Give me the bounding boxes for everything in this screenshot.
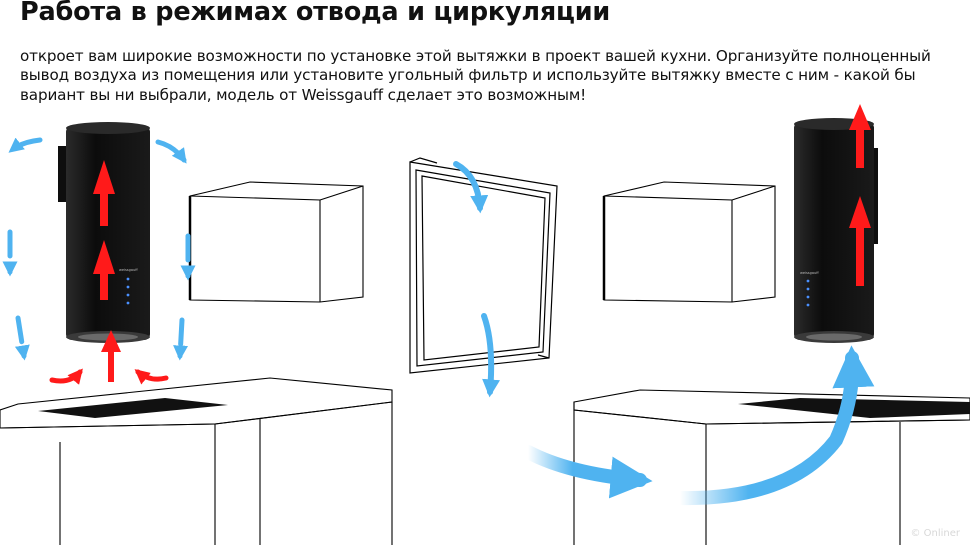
left-cooktop [38,398,228,418]
page-title: Работа в режимах отвода и циркуляции [20,0,611,27]
left-hood-control-lights [126,277,130,305]
left-cooker-hood: weissgauff [58,122,150,343]
arrow-red-icon [49,368,169,385]
watermark: © Onliner [910,528,960,539]
description-text: откроет вам широкие возможности по устан… [20,47,931,104]
right-hood-control-lights [806,279,810,307]
left-wall-cabinet [188,181,364,303]
left-hood-brand-mark: weissgauff [119,268,138,272]
right-hood-brand-mark: weissgauff [800,271,819,275]
arrow-blue-icon [453,161,501,398]
arrow-red-icon [849,104,871,286]
right-wall-cabinet [602,181,776,303]
arrow-blue-icon [521,345,875,506]
arrow-blue-icon [2,137,196,361]
window-frame [409,157,558,374]
right-cooker-hood: weissgauff [794,118,878,343]
arrow-red-icon [93,160,121,382]
